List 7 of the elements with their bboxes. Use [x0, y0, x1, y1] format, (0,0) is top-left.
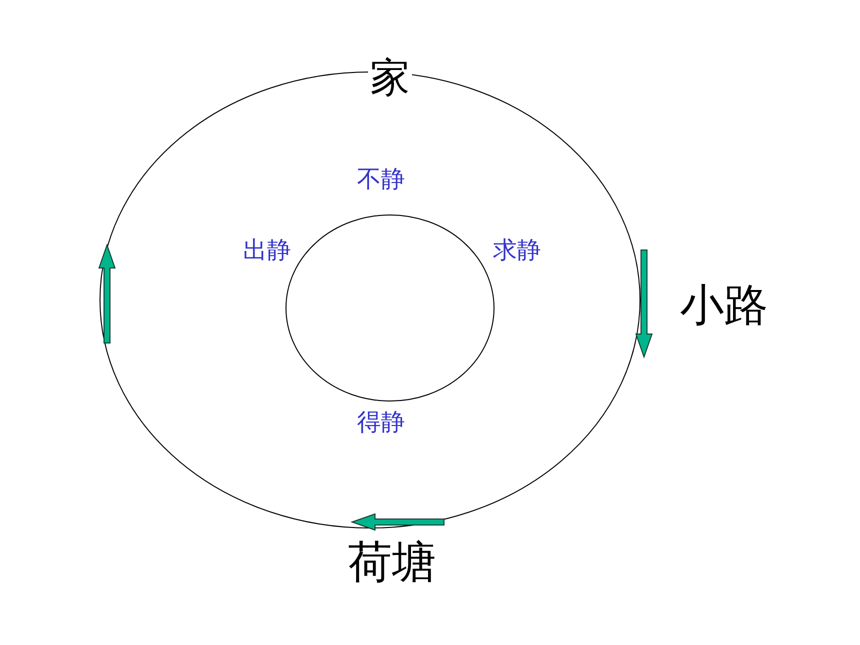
stage-label: 得静 — [357, 408, 405, 436]
stage-label: 不静 — [357, 166, 405, 192]
stage-label: 求静 — [493, 236, 541, 264]
place-label: 荷塘 — [348, 538, 436, 588]
place-label: 小路 — [680, 282, 768, 330]
home-label: 家 — [368, 56, 412, 100]
stage-label: 出静 — [243, 236, 291, 264]
